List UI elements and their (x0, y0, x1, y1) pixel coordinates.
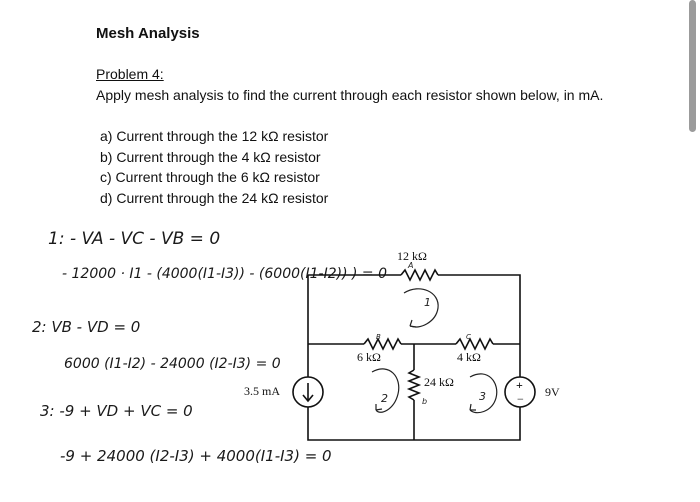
resistor-4k (455, 337, 494, 351)
note-line-4: 6000 (I1-I2) - 24000 (I2-I3) = 0 (64, 356, 281, 372)
question-item: b) Current through the 4 kΩ resistor (100, 148, 321, 165)
mesh-1-loop (403, 288, 439, 328)
mark-c: C (466, 333, 471, 341)
mesh-label-1: 1 (424, 296, 431, 309)
note-line-1: 1: - VA - VC - VB = 0 (48, 229, 221, 249)
resistor-12k (400, 268, 439, 282)
arrow-down-icon (302, 383, 314, 403)
problem-statement: Apply mesh analysis to find the current … (96, 87, 604, 103)
question-item: c) Current through the 6 kΩ resistor (100, 169, 320, 185)
label-4k: 4 kΩ (457, 350, 481, 364)
question-item: a) Current through the 12 kΩ resistor (100, 128, 329, 144)
note-line-2: - 12000 · I1 - (4000(I1-I3)) - (6000(I1-… (62, 266, 387, 282)
label-6k: 6 kΩ (357, 350, 381, 364)
voltage-source (504, 376, 536, 408)
page-heading: Mesh Analysis (96, 25, 200, 42)
problem-label: Problem 4: (96, 66, 164, 82)
mark-b-small: b (422, 397, 427, 406)
mark-b: B (376, 333, 381, 341)
mark-a: A (407, 261, 413, 270)
label-current-source: 3.5 mA (244, 384, 280, 398)
mesh-3-loop (469, 373, 498, 414)
mesh-label-3: 3 (479, 390, 486, 403)
label-12k: 12 kΩ (397, 249, 427, 263)
mesh-label-2: 2 (381, 392, 388, 405)
minus-sign: − (517, 392, 524, 406)
note-line-6: -9 + 24000 (I2-I3) + 4000(I1-I3) = 0 (60, 447, 332, 465)
note-line-5: 3: -9 + VD + VC = 0 (40, 402, 193, 420)
plus-sign: + (516, 378, 523, 392)
question-item: d) Current through the 24 kΩ resistor (100, 189, 329, 206)
resistor-24k (406, 369, 422, 401)
resistor-6k (363, 337, 402, 351)
label-24k: 24 kΩ (424, 375, 454, 389)
mesh-2-loop (371, 368, 400, 413)
scrollbar[interactable] (689, 0, 696, 132)
note-line-3: 2: VB - VD = 0 (32, 318, 141, 336)
question-list: a) Current through the 12 kΩ resistor b)… (100, 126, 328, 208)
label-voltage-source: 9V (545, 385, 560, 399)
